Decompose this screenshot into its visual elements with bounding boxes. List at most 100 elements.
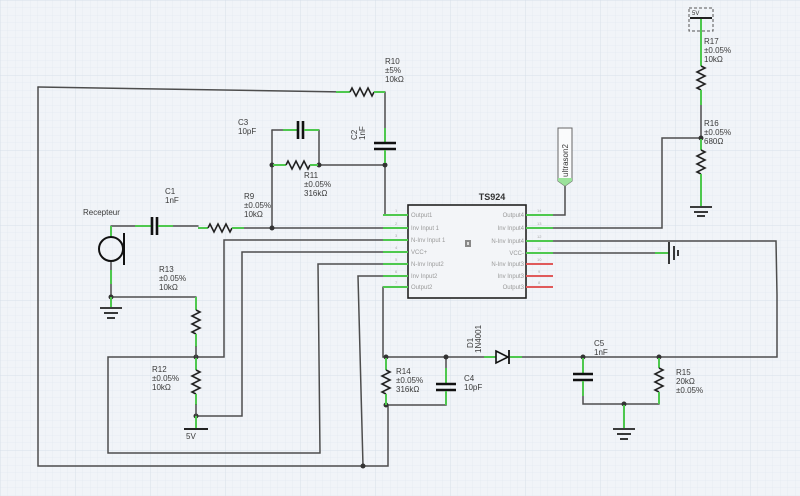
wire[interactable] bbox=[357, 275, 384, 467]
ic-name: TS924 bbox=[479, 192, 506, 202]
ground-c5-r15[interactable] bbox=[613, 405, 635, 440]
component-tolerance: ±0.05% bbox=[704, 46, 731, 55]
selection-box bbox=[688, 7, 714, 32]
microphone-recepteur[interactable]: Recepteur bbox=[83, 208, 125, 284]
component-ref: R11 bbox=[304, 171, 319, 180]
component-tolerance: ±0.05% bbox=[159, 274, 186, 283]
chip-icon bbox=[465, 240, 471, 247]
pin-number: 6 bbox=[395, 269, 398, 274]
junction[interactable] bbox=[269, 225, 275, 231]
pin-number: 2 bbox=[395, 221, 398, 226]
ground-icon bbox=[100, 307, 122, 319]
ground-r16[interactable] bbox=[690, 206, 712, 217]
resistor-r16[interactable]: R16 ±0.05% 680Ω bbox=[695, 119, 731, 206]
capacitor-c4[interactable]: C4 10pF bbox=[436, 368, 482, 405]
component-value: 10pF bbox=[464, 383, 482, 392]
wire[interactable] bbox=[195, 251, 384, 417]
component-tolerance: ±0.05% bbox=[704, 128, 731, 137]
component-ref: R15 bbox=[676, 368, 691, 377]
pin-label: N-Inv Input 1 bbox=[411, 238, 446, 244]
pin-number: 9 bbox=[538, 269, 541, 274]
resistor-r17[interactable]: R17 ±0.05% 10kΩ bbox=[695, 19, 731, 105]
component-tolerance: ±0.05% bbox=[396, 376, 423, 385]
component-value: 20kΩ bbox=[676, 377, 695, 386]
component-value: 1nF bbox=[358, 126, 367, 140]
component-value: 680Ω bbox=[704, 137, 723, 146]
pin-number: 3 bbox=[395, 233, 398, 238]
pin-number: 1 bbox=[395, 208, 398, 213]
pin-number: 7 bbox=[395, 280, 398, 285]
junction[interactable] bbox=[360, 463, 366, 469]
junction[interactable] bbox=[382, 162, 388, 168]
junction[interactable] bbox=[443, 354, 449, 360]
wire[interactable] bbox=[552, 137, 702, 229]
component-tolerance: ±0.05% bbox=[152, 374, 179, 383]
resistor-r12[interactable]: R12 ±0.05% 10kΩ bbox=[152, 358, 202, 417]
junction[interactable] bbox=[656, 354, 662, 360]
wire[interactable] bbox=[37, 86, 346, 93]
power-5v-top[interactable]: 5V bbox=[688, 7, 714, 32]
power-label: 5V bbox=[692, 11, 699, 17]
pin-number: 4 bbox=[395, 245, 398, 250]
component-ref: R13 bbox=[159, 265, 174, 274]
capacitor-c2[interactable]: C2 1nF bbox=[350, 126, 396, 163]
power-5v-bottom[interactable]: 5V bbox=[184, 416, 208, 441]
pin-label: Output1 bbox=[411, 213, 433, 219]
component-tolerance: ±0.05% bbox=[244, 201, 271, 210]
diode-d1[interactable]: D1 1N4001 bbox=[466, 324, 522, 365]
component-ref: R12 bbox=[152, 365, 167, 374]
wire[interactable] bbox=[107, 239, 384, 454]
resistor-r9[interactable]: R9 ±0.05% 10kΩ bbox=[198, 192, 271, 234]
ic-ts924[interactable]: TS924 1 2 3 4 5 6 7 Output1 Inv Input 1 … bbox=[383, 192, 553, 299]
component-value: 10kΩ bbox=[244, 210, 263, 219]
component-ref: C3 bbox=[238, 118, 249, 127]
wire[interactable] bbox=[552, 183, 566, 216]
ic-body[interactable] bbox=[407, 204, 527, 299]
pin-label: Inv Input4 bbox=[498, 226, 525, 232]
pin-label: VCC+ bbox=[411, 250, 428, 256]
wire[interactable] bbox=[521, 240, 778, 358]
capacitor-c5[interactable]: C5 1nF bbox=[573, 339, 608, 396]
resistor-r14[interactable]: R14 ±0.05% 316kΩ bbox=[380, 358, 423, 405]
component-tolerance: ±0.05% bbox=[676, 386, 703, 395]
pin-label: Inv Input 1 bbox=[411, 226, 440, 232]
ground-icon bbox=[613, 428, 635, 440]
wires bbox=[37, 86, 778, 467]
resistor-r10[interactable]: R10 ±5% 10kΩ bbox=[336, 57, 404, 98]
component-ref: R17 bbox=[704, 37, 719, 46]
junction[interactable] bbox=[621, 401, 627, 407]
pin-number: 10 bbox=[537, 257, 542, 262]
pin-label: Output3 bbox=[503, 285, 525, 291]
net-label-ultrason2[interactable]: ultrason2 bbox=[557, 127, 573, 187]
pin-number: 5 bbox=[395, 257, 398, 262]
capacitor-c3[interactable]: C3 10pF bbox=[238, 118, 319, 139]
resistor-r13[interactable]: R13 ±0.05% 10kΩ bbox=[159, 265, 202, 358]
junction[interactable] bbox=[383, 354, 389, 360]
junction[interactable] bbox=[580, 354, 586, 360]
ground-mic[interactable] bbox=[100, 297, 122, 319]
component-tolerance: ±0.05% bbox=[304, 180, 331, 189]
diode-icon bbox=[495, 349, 510, 365]
ground-vcc-minus[interactable] bbox=[655, 242, 679, 264]
component-value: 10pF bbox=[238, 127, 256, 136]
ic-right-pins: 14 13 12 11 10 9 8 Output4 Inv Input4 N-… bbox=[491, 208, 553, 291]
component-ref: R10 bbox=[385, 57, 400, 66]
component-value: 316kΩ bbox=[304, 189, 327, 198]
junction[interactable] bbox=[316, 162, 322, 168]
pin-label: Output2 bbox=[411, 285, 433, 291]
pin-label: N-Inv Input4 bbox=[491, 239, 524, 245]
resistor-r15[interactable]: R15 20kΩ ±0.05% bbox=[653, 358, 703, 404]
pin-label: N-Inv Input2 bbox=[411, 262, 444, 268]
component-value: 316kΩ bbox=[396, 385, 419, 394]
junction[interactable] bbox=[698, 135, 704, 141]
component-value: 10kΩ bbox=[385, 75, 404, 84]
component-value: 10kΩ bbox=[704, 55, 723, 64]
component-ref: R14 bbox=[396, 367, 411, 376]
pin-label: VCC- bbox=[509, 251, 524, 257]
capacitor-c1[interactable]: C1 1nF bbox=[135, 187, 179, 235]
resistor-r11[interactable]: R11 ±0.05% 316kΩ bbox=[273, 159, 331, 198]
junction[interactable] bbox=[269, 162, 275, 168]
